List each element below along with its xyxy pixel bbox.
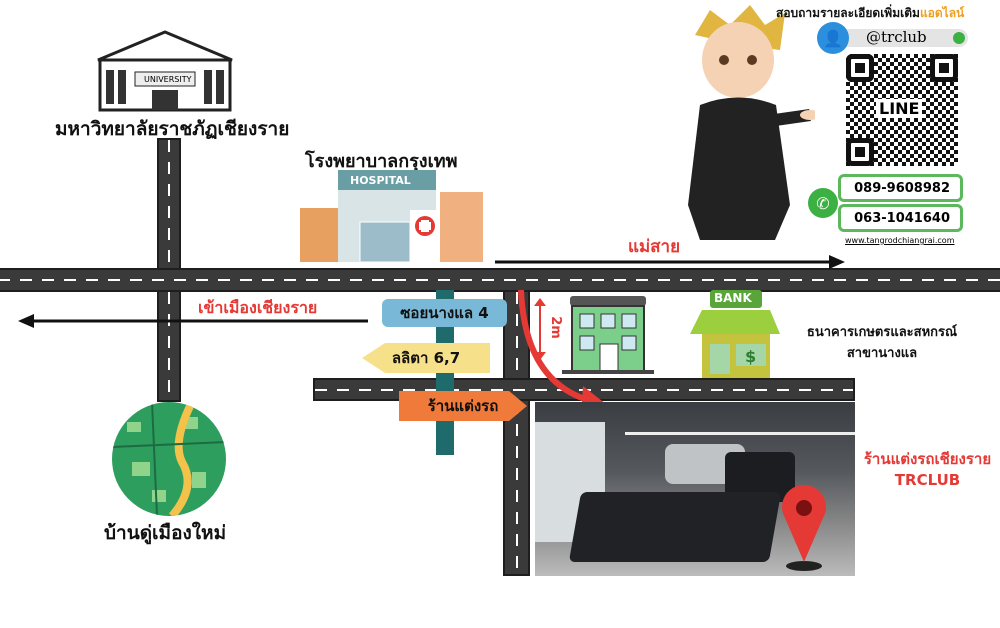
phone-icon: ✆	[808, 188, 838, 218]
hospital-label: โรงพยาบาลกรุงเทพ	[305, 151, 458, 172]
mae-sai-label: แม่สาย	[628, 237, 681, 257]
village-road	[157, 290, 181, 402]
shop-photo	[535, 402, 855, 576]
website-link[interactable]: www.tangrodchiangrai.com	[845, 236, 955, 245]
to-city-label: เข้าเมืองเชียงราย	[198, 298, 318, 317]
building-icon	[562, 296, 654, 374]
contact-heading: สอบถามรายละเอียดเพิ่มเติมแอดไลน์	[776, 6, 965, 20]
line-id-field[interactable]	[838, 29, 968, 47]
university-label: มหาวิทยาลัยราชภัฏเชียงราย	[55, 118, 290, 140]
hospital-icon: HOSPITAL	[300, 170, 483, 263]
bank-icon: $ BANK	[690, 290, 780, 378]
soi-sign: ซอยนางแล 4	[382, 299, 507, 327]
mascot-figure	[680, 5, 820, 245]
bank-sign: BANK	[714, 291, 752, 305]
arrow-right-icon	[495, 254, 845, 273]
qr-label: LINE	[876, 99, 923, 118]
shop-sign: ร้านแต่งรถ	[399, 391, 527, 421]
university-icon: UNIVERSITY	[90, 30, 240, 112]
village-label: บ้านดู่เมืองใหม่	[104, 522, 227, 544]
hospital-sign: HOSPITAL	[350, 174, 411, 187]
location-pin-icon	[779, 482, 829, 576]
line-qr-code[interactable]: LINE	[846, 54, 958, 166]
shop-label: ร้านแต่งรถเชียงราย TRCLUB	[863, 450, 992, 489]
line-id: @trclub	[866, 28, 927, 46]
add-friend-icon[interactable]: 👤	[817, 22, 849, 54]
phone-1[interactable]: 089-9608982	[838, 174, 963, 202]
arrow-left-icon	[18, 313, 368, 332]
svg-text:$: $	[745, 347, 756, 366]
bank-label: ธนาคารเกษตรและสหกรณ์ สาขานางแล	[806, 325, 958, 361]
university-sign: UNIVERSITY	[144, 75, 192, 84]
university-road	[157, 138, 181, 270]
phone-2[interactable]: 063-1041640	[838, 204, 963, 232]
village-map-icon	[112, 402, 226, 516]
lalita-sign: ลลิตา 6,7	[362, 343, 490, 373]
search-icon[interactable]	[953, 32, 965, 44]
main-road	[0, 268, 1000, 292]
